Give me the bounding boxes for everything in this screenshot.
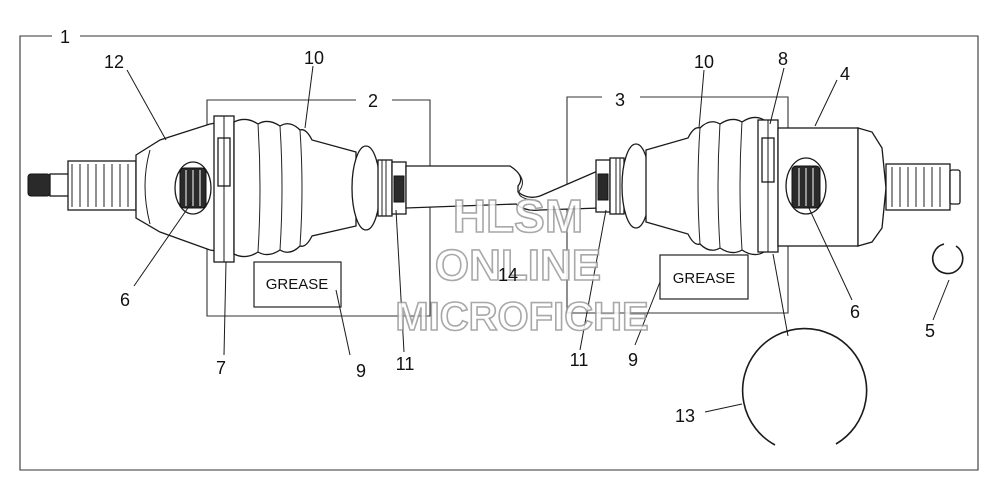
- callout-3: 3: [615, 90, 625, 110]
- left-cv-joint: [174, 161, 212, 215]
- axle-shaft: [405, 165, 601, 212]
- circlip: [931, 243, 964, 275]
- callout-9-left: 9: [356, 361, 366, 381]
- leader-lines: [126, 65, 950, 413]
- grease-label-left: GREASE: [266, 276, 329, 293]
- callout-10-left: 10: [304, 48, 324, 68]
- callout-11-right: 11: [570, 350, 589, 370]
- callout-11-left: 11: [396, 354, 415, 374]
- right-cv-joint: [785, 157, 827, 215]
- left-small-clamp: [377, 159, 407, 217]
- callout-12: 12: [104, 52, 124, 72]
- callout-1: 1: [60, 27, 70, 47]
- watermark-line-1: HLSM: [453, 190, 583, 242]
- right-large-clamp: [757, 119, 779, 253]
- left-boot: [233, 118, 381, 258]
- grease-box-left: GREASE: [253, 261, 342, 308]
- subassembly-frame-left: [206, 99, 431, 317]
- right-boot: [621, 116, 765, 256]
- grease-box-right: GREASE: [659, 254, 749, 300]
- left-stub-shaft: [27, 160, 137, 211]
- watermark-line-3: MICROFICHE: [395, 295, 648, 339]
- callout-14: 14: [498, 265, 518, 285]
- retaining-ring: [741, 327, 868, 446]
- subassembly-frame-right: [566, 96, 789, 314]
- left-large-clamp: [213, 115, 235, 263]
- assembly-frame: [19, 35, 979, 471]
- grease-label-right: GREASE: [673, 270, 736, 287]
- watermark-line-2: ONLINE: [435, 241, 601, 290]
- right-stub-shaft: [885, 163, 961, 211]
- callout-7: 7: [216, 358, 226, 378]
- callout-9-right: 9: [628, 350, 638, 370]
- watermark: HLSM ONLINE MICROFICHE: [395, 189, 650, 340]
- callout-10-right: 10: [694, 52, 714, 72]
- callout-2: 2: [368, 91, 378, 111]
- right-small-clamp: [595, 157, 625, 215]
- callout-5: 5: [925, 321, 935, 341]
- callout-6-left: 6: [120, 290, 130, 310]
- callout-6-right: 6: [850, 302, 860, 322]
- callout-13: 13: [675, 406, 695, 426]
- callout-4: 4: [840, 64, 850, 84]
- callouts: 1 2 3 4 5 6 6 7 8 9 9 10 10 11 11 12 13 …: [60, 27, 935, 426]
- callout-8: 8: [778, 49, 788, 69]
